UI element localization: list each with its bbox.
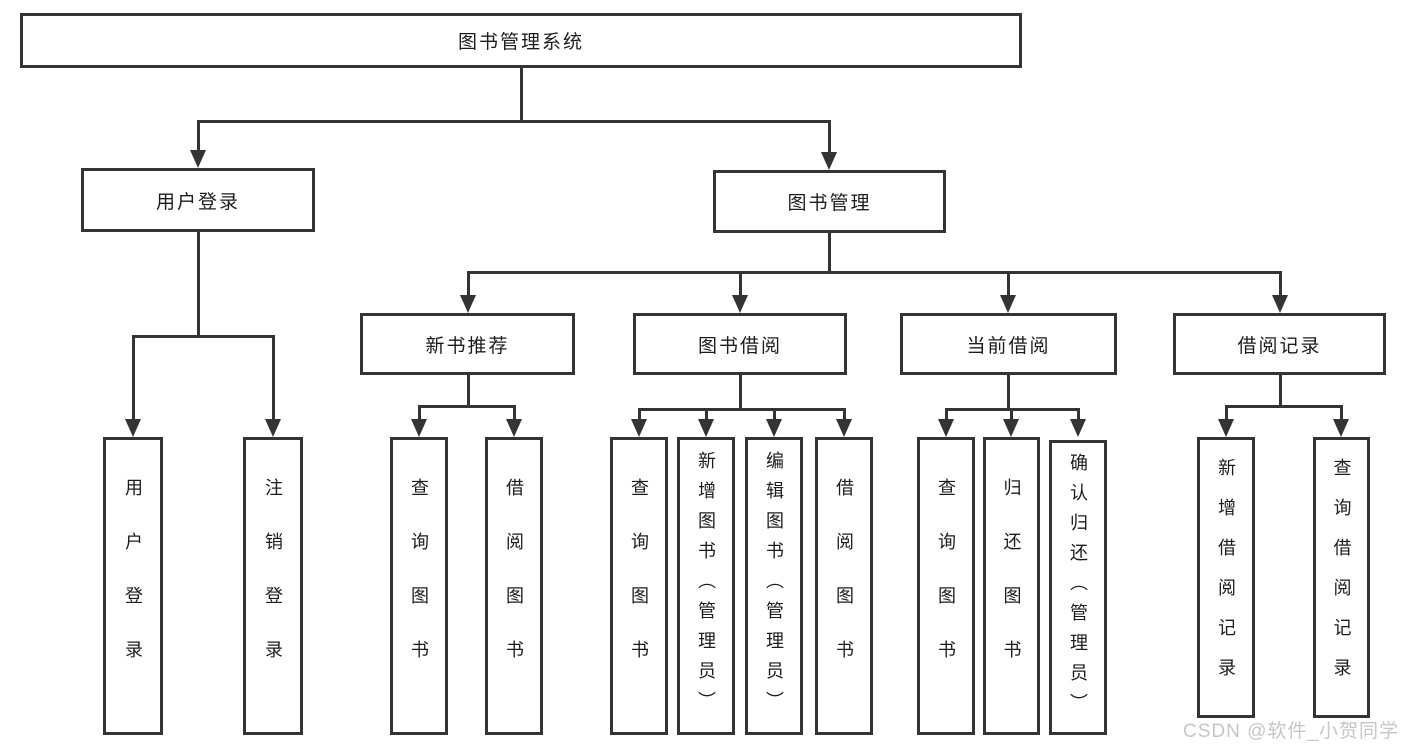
arrow-down-icon [1070,419,1086,437]
arrow-down-icon [460,295,476,313]
node-book-borrowing: 图书借阅 [633,313,847,375]
connector-branch-query-books-3 [945,408,948,421]
connector-branch-add-book [705,408,708,421]
arrow-down-icon [1272,295,1288,313]
arrow-down-icon [1333,419,1349,437]
connector-branch-edit-book [773,408,776,421]
leaf-borrow-books-1: 借阅图书 [485,437,543,735]
connector-branch-user-login [197,120,200,152]
leaf-edit-book-admin: 编辑图书（管理员） [745,437,803,735]
connector-branch-add-record [1225,405,1228,421]
node-current-borrowing: 当前借阅 [900,313,1117,375]
leaf-user-login: 用户登录 [103,437,163,735]
connector-branch-new-book-recommend [467,271,470,297]
leaf-query-books-2: 查询图书 [610,437,668,735]
connector-book-management-bus [467,271,1282,274]
connector-root-stem [520,68,523,120]
arrow-down-icon [938,419,954,437]
connector-branch-leaf-logout [272,335,275,421]
connector-borrowing-records-bus [1225,405,1343,408]
node-user-login: 用户登录 [81,168,315,232]
arrow-down-icon [411,419,427,437]
node-library-system: 图书管理系统 [20,13,1022,68]
leaf-return-book: 归还图书 [983,437,1040,735]
connector-branch-current-borrowing [1007,271,1010,297]
arrow-down-icon [836,419,852,437]
node-new-book-recommend: 新书推荐 [360,313,575,375]
connector-new-book-recommend-stem [467,375,470,405]
leaf-add-book-admin: 新增图书（管理员） [677,437,735,735]
connector-book-borrowing-bus [638,408,846,411]
connector-branch-borrowing-records [1279,271,1282,297]
arrow-down-icon [698,419,714,437]
connector-branch-query-record [1340,405,1343,421]
connector-borrowing-records-stem [1279,375,1282,405]
arrow-down-icon [125,419,141,437]
leaf-logout: 注销登录 [243,437,303,735]
connector-branch-book-borrowing [739,271,742,297]
connector-branch-return-book [1010,408,1013,421]
connector-branch-borrow-books-2 [843,408,846,421]
leaf-query-books-1: 查询图书 [390,437,448,735]
arrow-down-icon [1000,295,1016,313]
connector-branch-confirm-return [1077,408,1080,421]
arrow-down-icon [265,419,281,437]
connector-current-borrowing-stem [1007,375,1010,408]
connector-new-book-recommend-bus [418,405,516,408]
leaf-add-borrow-record: 新增借阅记录 [1197,437,1255,718]
connector-branch-book-management [828,120,831,154]
node-book-management: 图书管理 [713,170,946,233]
node-borrowing-records: 借阅记录 [1173,313,1386,375]
connector-user-login-bus [132,335,275,338]
connector-book-borrowing-stem [739,375,742,408]
arrow-down-icon [631,419,647,437]
arrow-down-icon [821,152,837,170]
arrow-down-icon [190,150,206,168]
connector-branch-query-books-2 [638,408,641,421]
connector-root-bus [197,120,831,123]
leaf-query-borrow-record: 查询借阅记录 [1313,437,1370,718]
arrow-down-icon [506,419,522,437]
connector-branch-leaf-user-login [132,335,135,421]
connector-user-login-stem [197,232,200,335]
connector-branch-borrow-books-1 [513,405,516,421]
connector-branch-query-books-1 [418,405,421,421]
arrow-down-icon [1003,419,1019,437]
connector-book-management-stem [828,233,831,271]
leaf-query-books-3: 查询图书 [917,437,975,735]
arrow-down-icon [732,295,748,313]
watermark: CSDN @软件_小贺同学 [1183,721,1399,742]
arrow-down-icon [1218,419,1234,437]
arrow-down-icon [766,419,782,437]
leaf-confirm-return-admin: 确认归还（管理员） [1049,440,1107,735]
leaf-borrow-books-2: 借阅图书 [815,437,873,735]
